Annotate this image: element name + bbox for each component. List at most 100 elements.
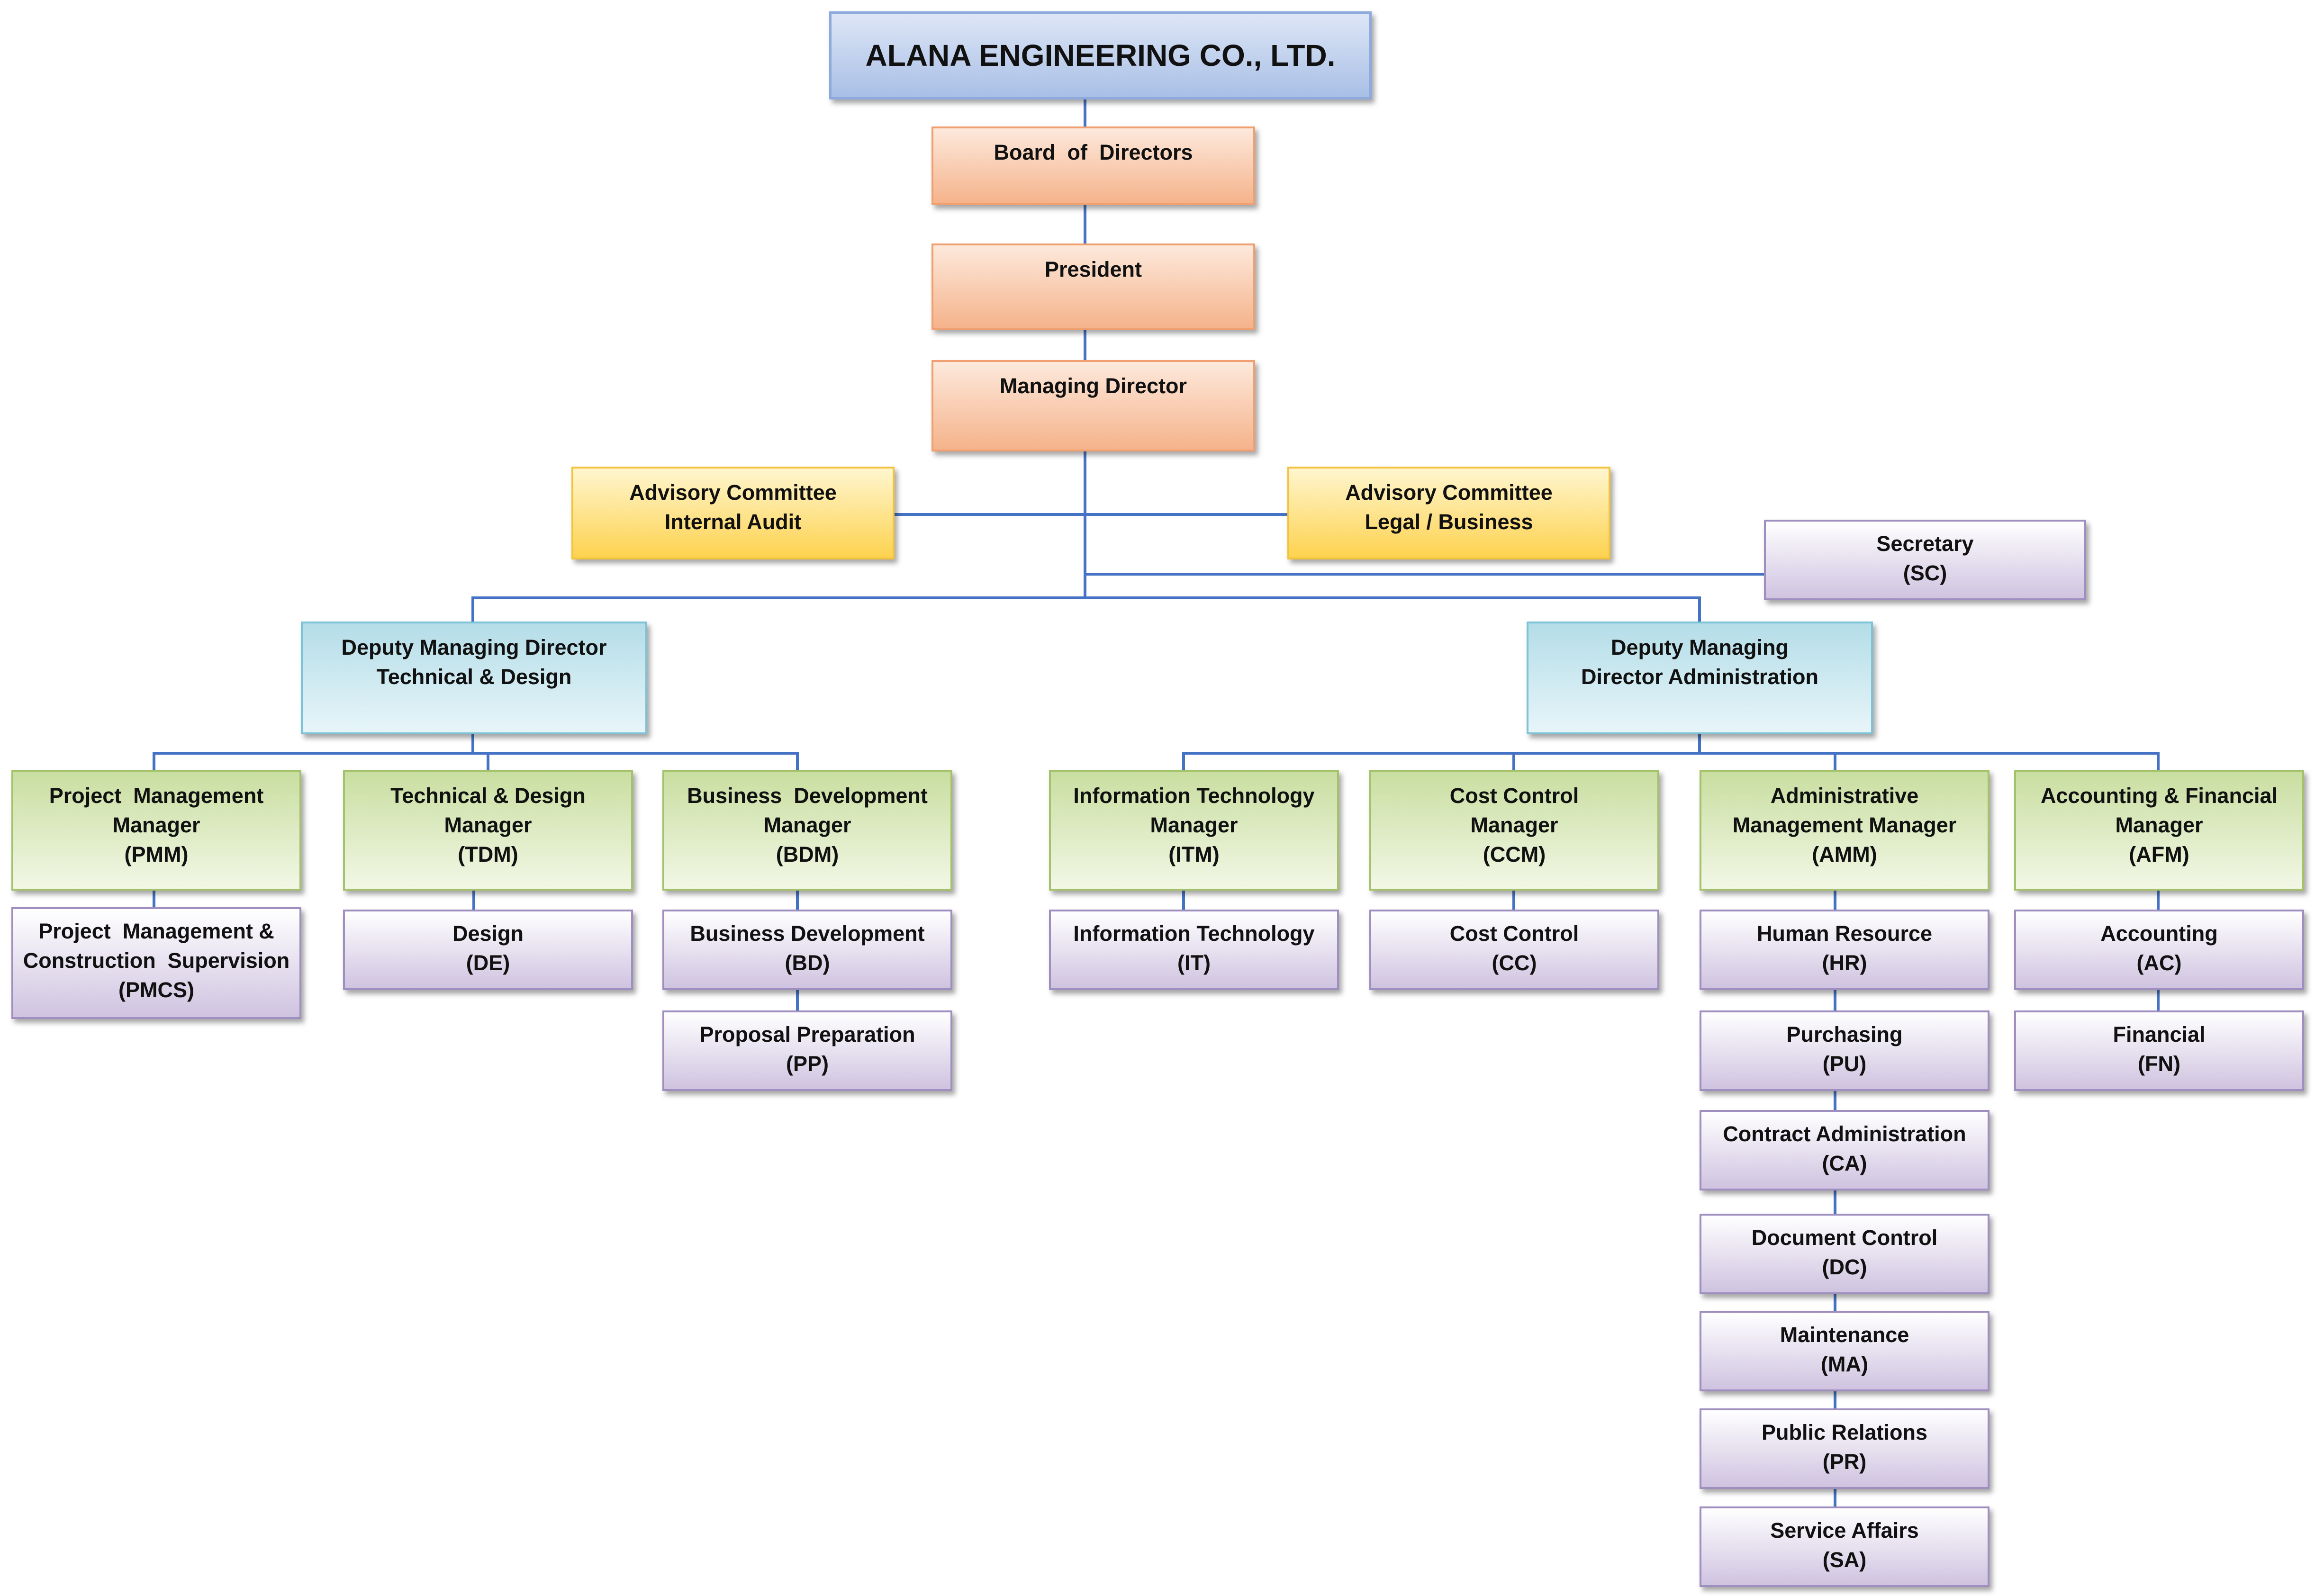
manager-bdm-line1: Business Development: [687, 784, 928, 808]
unit-sa-code: (SA): [1822, 1548, 1867, 1572]
deputy-technical-box: Deputy Managing Director Technical & Des…: [301, 622, 647, 734]
unit-pmcs-line2: Construction Supervision: [23, 948, 290, 973]
unit-hr-label: Human Resource: [1756, 921, 1933, 946]
deputy-admin-line1: Deputy Managing: [1610, 635, 1789, 659]
unit-pr-box: Public Relations (PR): [1700, 1408, 1989, 1489]
manager-pmm-box: Project Management Manager (PMM): [11, 770, 301, 891]
manager-itm-code: (ITM): [1168, 842, 1220, 866]
unit-ma-code: (MA): [1821, 1352, 1868, 1376]
manager-pmm-line1: Project Management: [49, 784, 264, 808]
unit-it-code: (IT): [1177, 951, 1211, 975]
president-box: President: [931, 243, 1255, 330]
manager-amm-line2: Management Manager: [1732, 813, 1957, 837]
board-of-directors-box: Board of Directors: [931, 126, 1255, 205]
secretary-label: Secretary: [1876, 532, 1974, 556]
unit-ma-box: Maintenance (MA): [1700, 1311, 1989, 1391]
company-title-box: ALANA ENGINEERING CO., LTD.: [829, 11, 1372, 99]
unit-cc-code: (CC): [1492, 951, 1537, 975]
unit-ca-box: Contract Administration (CA): [1700, 1110, 1989, 1190]
unit-sa-label: Service Affairs: [1770, 1518, 1919, 1542]
manager-afm-box: Accounting & Financial Manager (AFM): [2014, 770, 2304, 891]
unit-pu-code: (PU): [1822, 1052, 1867, 1076]
manager-bdm-line2: Manager: [763, 813, 851, 837]
connector-admin-managers: [1182, 733, 2160, 771]
manager-ccm-line1: Cost Control: [1449, 784, 1579, 808]
unit-pu-label: Purchasing: [1786, 1022, 1903, 1046]
unit-ac-code: (AC): [2136, 951, 2182, 975]
secretary-code: (SC): [1903, 561, 1947, 585]
manager-afm-line2: Manager: [2115, 813, 2203, 837]
unit-bd-box: Business Development (BD): [662, 910, 952, 990]
unit-it-label: Information Technology: [1073, 921, 1315, 946]
manager-amm-code: (AMM): [1812, 842, 1877, 866]
advisory-legal-line1: Advisory Committee: [1345, 480, 1553, 505]
manager-pmm-code: (PMM): [124, 842, 189, 866]
manager-ccm-code: (CCM): [1483, 842, 1546, 866]
unit-cc-label: Cost Control: [1449, 921, 1579, 946]
manager-pmm-line2: Manager: [112, 813, 200, 837]
company-title: ALANA ENGINEERING CO., LTD.: [865, 38, 1336, 72]
unit-bd-label: Business Development: [690, 921, 925, 946]
manager-tdm-box: Technical & Design Manager (TDM): [343, 770, 633, 891]
unit-fn-box: Financial (FN): [2014, 1010, 2304, 1091]
secretary-box: Secretary (SC): [1764, 520, 2086, 600]
unit-ac-box: Accounting (AC): [2014, 910, 2304, 990]
unit-it-box: Information Technology (IT): [1049, 910, 1339, 990]
unit-sa-box: Service Affairs (SA): [1700, 1506, 1989, 1587]
manager-tdm-code: (TDM): [458, 842, 518, 866]
advisory-audit-line2: Internal Audit: [664, 510, 802, 534]
president-label: President: [1044, 257, 1142, 281]
advisory-legal-line2: Legal / Business: [1365, 510, 1533, 534]
manager-ccm-line2: Manager: [1470, 813, 1558, 837]
unit-de-box: Design (DE): [343, 910, 633, 990]
unit-ma-label: Maintenance: [1780, 1323, 1909, 1347]
managing-director-label: Managing Director: [999, 374, 1187, 398]
manager-bdm-box: Business Development Manager (BDM): [662, 770, 952, 891]
advisory-audit-line1: Advisory Committee: [629, 480, 837, 505]
manager-afm-code: (AFM): [2129, 842, 2189, 866]
manager-itm-line2: Manager: [1150, 813, 1238, 837]
deputy-technical-line2: Technical & Design: [376, 665, 572, 689]
unit-bd-code: (BD): [785, 951, 830, 975]
unit-pr-label: Public Relations: [1761, 1420, 1928, 1444]
unit-pr-code: (PR): [1822, 1450, 1867, 1474]
unit-ca-label: Contract Administration: [1723, 1122, 1966, 1146]
advisory-legal-box: Advisory Committee Legal / Business: [1287, 467, 1610, 559]
manager-afm-line1: Accounting & Financial: [2040, 784, 2278, 808]
manager-amm-box: Administrative Management Manager (AMM): [1700, 770, 1989, 891]
unit-fn-code: (FN): [2138, 1052, 2180, 1076]
manager-itm-line1: Information Technology: [1073, 784, 1315, 808]
unit-pmcs-code: (PMCS): [118, 978, 194, 1002]
advisory-audit-box: Advisory Committee Internal Audit: [571, 467, 895, 559]
unit-pmcs-line1: Project Management &: [38, 919, 274, 943]
deputy-admin-box: Deputy Managing Director Administration: [1527, 622, 1873, 734]
unit-de-label: Design: [452, 921, 524, 946]
unit-ac-label: Accounting: [2100, 921, 2218, 946]
unit-pp-label: Proposal Preparation: [699, 1022, 915, 1046]
board-label: Board of Directors: [994, 140, 1193, 164]
unit-de-code: (DE): [466, 951, 510, 975]
manager-tdm-line1: Technical & Design: [390, 784, 586, 808]
manager-itm-box: Information Technology Manager (ITM): [1049, 770, 1339, 891]
manager-amm-line1: Administrative: [1770, 784, 1919, 808]
unit-pu-box: Purchasing (PU): [1700, 1010, 1989, 1091]
manager-bdm-code: (BDM): [776, 842, 839, 866]
unit-dc-label: Document Control: [1751, 1226, 1938, 1250]
unit-dc-code: (DC): [1822, 1255, 1867, 1279]
deputy-admin-line2: Director Administration: [1581, 665, 1818, 689]
unit-hr-box: Human Resource (HR): [1700, 910, 1989, 990]
unit-fn-label: Financial: [2113, 1022, 2206, 1046]
unit-pp-box: Proposal Preparation (PP): [662, 1010, 952, 1091]
unit-ca-code: (CA): [1822, 1151, 1867, 1175]
manager-ccm-box: Cost Control Manager (CCM): [1369, 770, 1659, 891]
connector-deputies: [471, 596, 1701, 623]
connector-technical-managers: [153, 733, 799, 771]
unit-cc-box: Cost Control (CC): [1369, 910, 1659, 990]
unit-pp-code: (PP): [786, 1052, 829, 1076]
unit-pmcs-box: Project Management & Construction Superv…: [11, 907, 301, 1019]
managing-director-box: Managing Director: [931, 360, 1255, 451]
deputy-technical-line1: Deputy Managing Director: [341, 635, 607, 659]
manager-tdm-line2: Manager: [444, 813, 532, 837]
